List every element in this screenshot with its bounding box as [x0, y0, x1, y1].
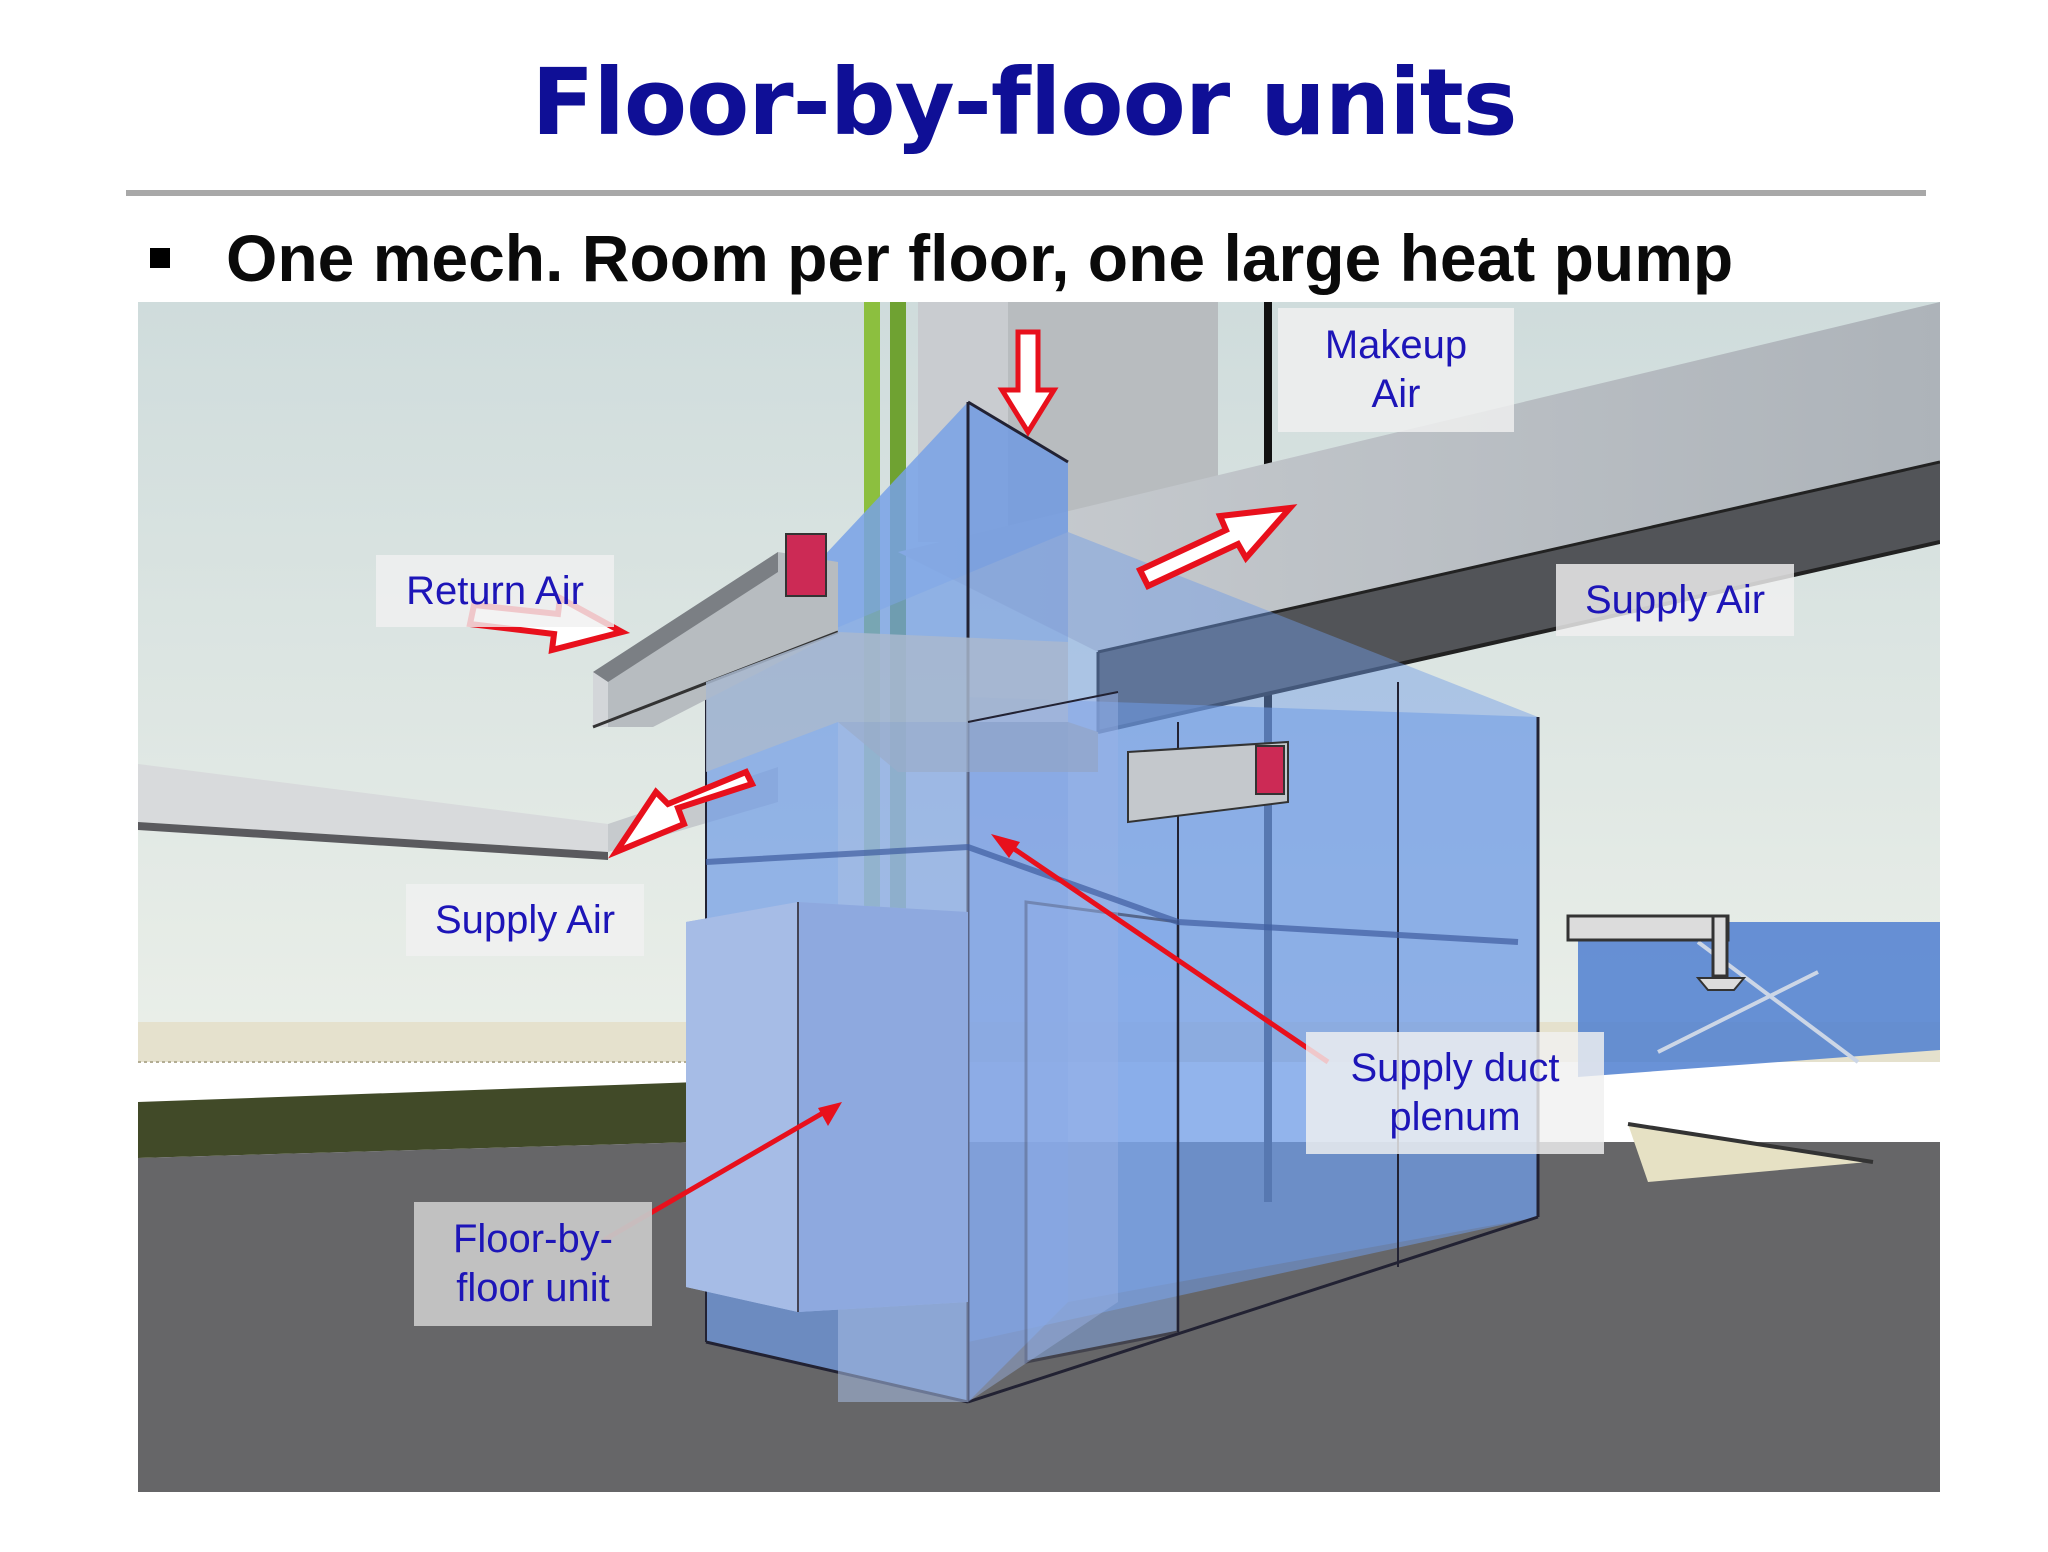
small-branch-duct	[1127, 740, 1289, 824]
slide-title: Floor-by-floor units	[531, 49, 1518, 156]
bullet-item: One mech. Room per floor, one large heat…	[150, 218, 1733, 298]
pointer-plenum	[1002, 839, 1330, 1065]
green-strip	[138, 1082, 698, 1158]
damper-small	[1255, 745, 1285, 795]
label-supply-air-left: Supply Air	[406, 884, 644, 956]
label-makeup-air: Makeup Air	[1278, 308, 1514, 432]
damper-return	[785, 533, 827, 597]
arrow-left-icon	[608, 768, 757, 859]
label-return-air: Return Air	[376, 555, 614, 627]
hvac-diagram: Makeup Air Return Air Supply Air Supply …	[138, 302, 1940, 1492]
label-supply-air-right: Supply Air	[1556, 564, 1794, 636]
bullet-square-icon	[150, 248, 170, 268]
label-supply-duct-plenum: Supply duct plenum	[1306, 1032, 1604, 1154]
return-air-duct	[593, 552, 838, 727]
left-ceiling-slab	[138, 764, 608, 852]
hvac-illustration	[138, 302, 1940, 1492]
arrow-right-icon	[1135, 504, 1298, 590]
title-divider	[126, 190, 1926, 196]
bullet-text: One mech. Room per floor, one large heat…	[226, 221, 1734, 295]
label-floor-unit: Floor-by- floor unit	[414, 1202, 652, 1326]
arrow-down-icon	[997, 329, 1059, 437]
mech-room-door	[1024, 900, 1180, 1364]
